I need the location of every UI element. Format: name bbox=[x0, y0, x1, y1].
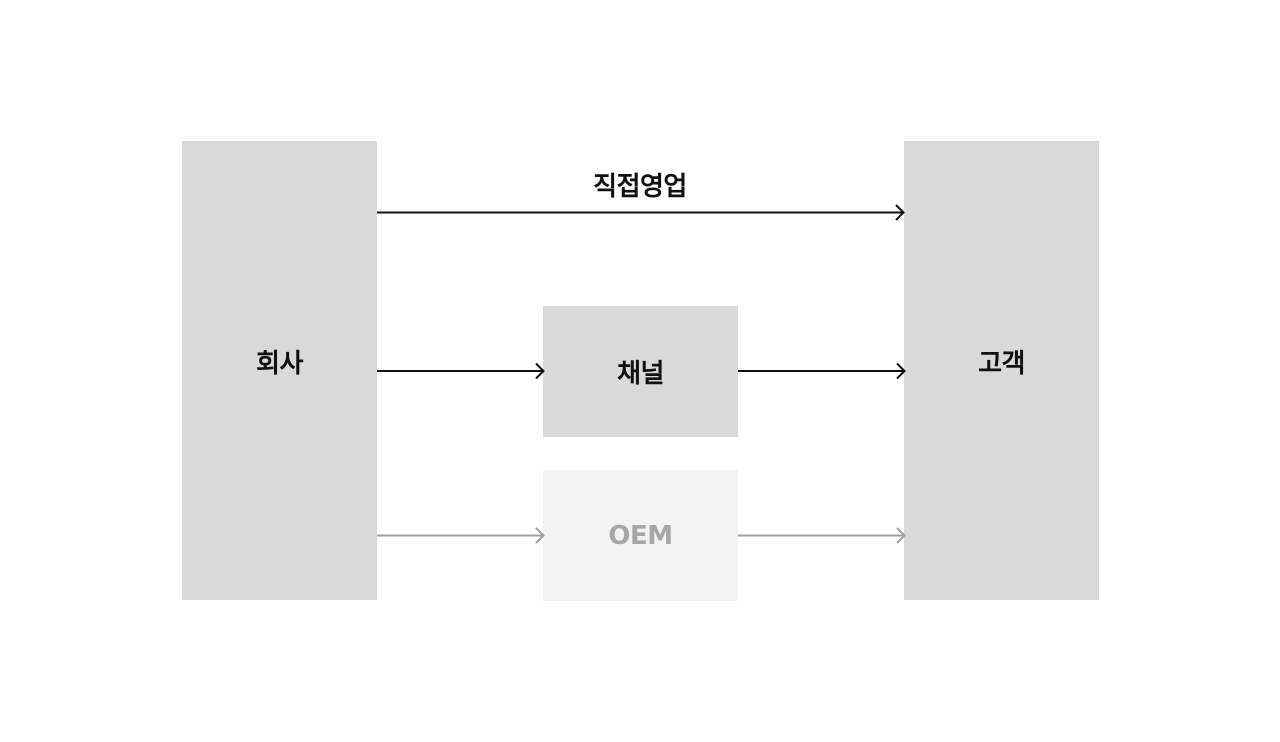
channel-label: 채널 bbox=[617, 359, 664, 389]
customer-label: 고객 bbox=[978, 349, 1025, 379]
arrow-direct-sales bbox=[377, 204, 905, 221]
channel-box: 채널 bbox=[543, 306, 738, 437]
arrow-company-to-channel bbox=[377, 362, 545, 380]
customer-box: 고객 bbox=[904, 141, 1099, 600]
company-box: 회사 bbox=[182, 141, 377, 600]
company-label: 회사 bbox=[256, 349, 303, 379]
arrow-channel-to-customer bbox=[738, 362, 906, 380]
arrow-oem-to-customer bbox=[738, 527, 906, 544]
oem-box: OEM bbox=[543, 470, 738, 601]
arrow-company-to-oem bbox=[377, 527, 545, 544]
direct-sales-label: 직접영업 bbox=[593, 172, 687, 202]
oem-label: OEM bbox=[608, 520, 673, 551]
